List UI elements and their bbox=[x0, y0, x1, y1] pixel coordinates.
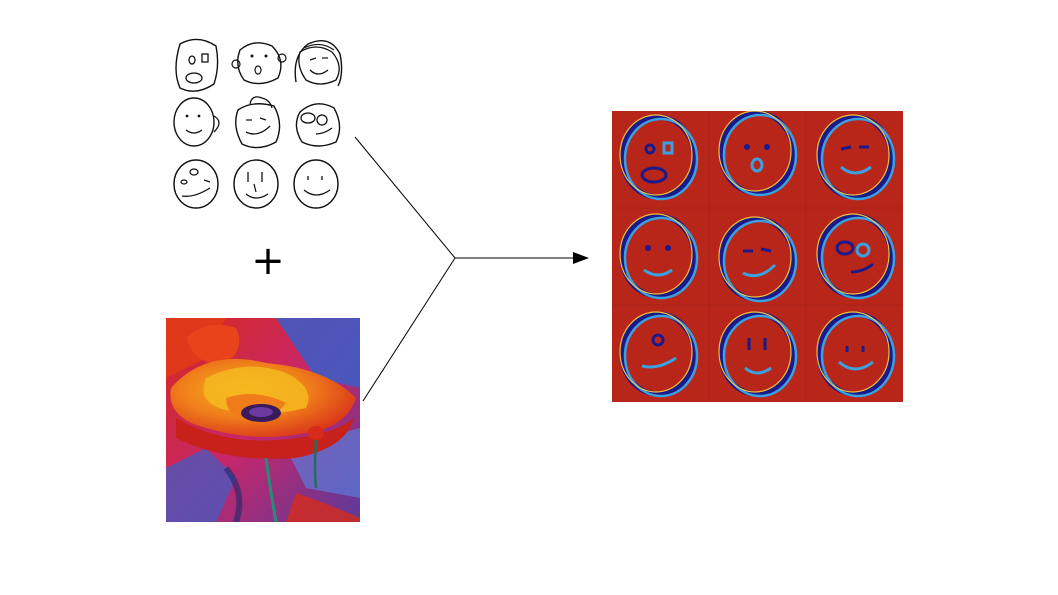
stylized-face-8 bbox=[719, 312, 796, 396]
stylized-face-4 bbox=[620, 214, 697, 298]
stylized-face-5 bbox=[719, 217, 796, 301]
connector-line-top bbox=[354, 136, 456, 259]
sketch-face-8 bbox=[233, 159, 279, 209]
stylized-face-6 bbox=[817, 214, 894, 298]
sketch-face-6 bbox=[295, 103, 341, 147]
stylized-face-2 bbox=[719, 111, 796, 195]
arrow-head bbox=[573, 252, 589, 264]
sketch-face-1 bbox=[175, 38, 219, 92]
sketch-face-2 bbox=[231, 42, 287, 85]
face-sketch-grid bbox=[173, 38, 343, 209]
sketch-face-7 bbox=[173, 159, 219, 209]
sketch-face-4 bbox=[173, 97, 220, 147]
stylized-face-7 bbox=[620, 312, 697, 396]
connector-line-bottom bbox=[362, 257, 456, 402]
sketch-face-9 bbox=[293, 159, 339, 209]
poppy-painting bbox=[166, 318, 360, 522]
sketch-face-5 bbox=[235, 96, 281, 149]
stylized-result-grid bbox=[612, 111, 903, 402]
stylized-face-1 bbox=[620, 115, 697, 199]
stylized-face-9 bbox=[817, 312, 894, 396]
sketch-face-3 bbox=[294, 40, 343, 87]
stylized-face-3 bbox=[817, 115, 894, 199]
plus-operator: + bbox=[251, 238, 285, 284]
